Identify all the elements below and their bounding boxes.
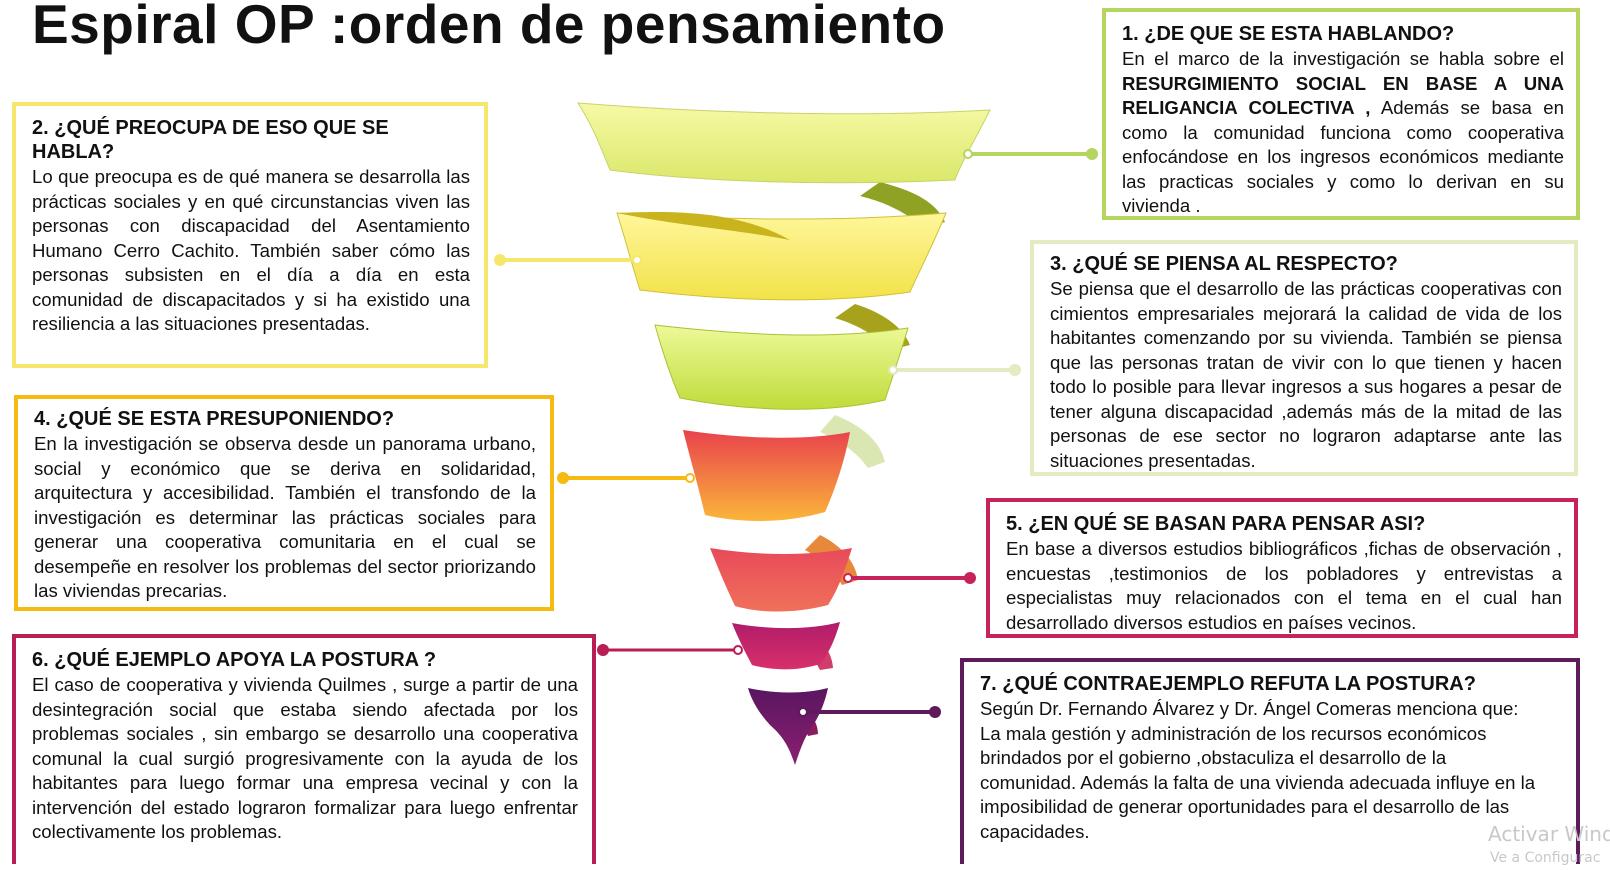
question-6-text: El caso de cooperativa y vivienda Quilme… — [32, 674, 578, 842]
question-3-heading: 3. ¿QUÉ SE PIENSA AL RESPECTO? — [1050, 253, 1398, 275]
question-1-heading: 1. ¿DE QUE SE ESTA HABLANDO? — [1122, 23, 1455, 45]
question-5-text: En base a diversos estudios bibliográfic… — [1006, 538, 1562, 633]
question-box-3: 3. ¿QUÉ SE PIENSA AL RESPECTO? Se piensa… — [1030, 240, 1578, 476]
question-2-heading: 2. ¿QUÉ PREOCUPA DE ESO QUE SE HABLA? — [32, 117, 389, 163]
question-7-text: Según Dr. Fernando Álvarez y Dr. Ángel C… — [980, 698, 1536, 842]
activation-watermark-subtext: Ve a Configurac — [1490, 850, 1601, 866]
activation-watermark: Activar Wind — [1488, 822, 1610, 846]
question-4-text: En la investigación se observa desde un … — [34, 433, 536, 601]
question-box-4: 4. ¿QUÉ SE ESTA PRESUPONIENDO? En la inv… — [14, 395, 554, 611]
page-title: Espiral OP :orden de pensamiento — [32, 0, 946, 55]
question-5-heading: 5. ¿EN QUÉ SE BASAN PARA PENSAR ASI? — [1006, 513, 1426, 535]
question-7-heading: 7. ¿QUÉ CONTRAEJEMPLO REFUTA LA POSTURA? — [980, 673, 1476, 695]
question-box-7: 7. ¿QUÉ CONTRAEJEMPLO REFUTA LA POSTURA?… — [960, 658, 1580, 864]
question-2-text: Lo que preocupa es de qué manera se desa… — [32, 166, 470, 334]
question-box-5: 5. ¿EN QUÉ SE BASAN PARA PENSAR ASI? En … — [986, 498, 1578, 638]
question-box-1: 1. ¿DE QUE SE ESTA HABLANDO? En el marco… — [1102, 8, 1580, 220]
question-6-heading: 6. ¿QUÉ EJEMPLO APOYA LA POSTURA ? — [32, 649, 437, 671]
question-3-text: Se piensa que el desarrollo de las práct… — [1050, 278, 1562, 471]
question-1-text: En el marco de la investigación se habla… — [1122, 48, 1564, 216]
question-box-6: 6. ¿QUÉ EJEMPLO APOYA LA POSTURA ? El ca… — [12, 634, 596, 864]
question-4-heading: 4. ¿QUÉ SE ESTA PRESUPONIENDO? — [34, 408, 395, 430]
question-box-2: 2. ¿QUÉ PREOCUPA DE ESO QUE SE HABLA? Lo… — [12, 102, 488, 368]
